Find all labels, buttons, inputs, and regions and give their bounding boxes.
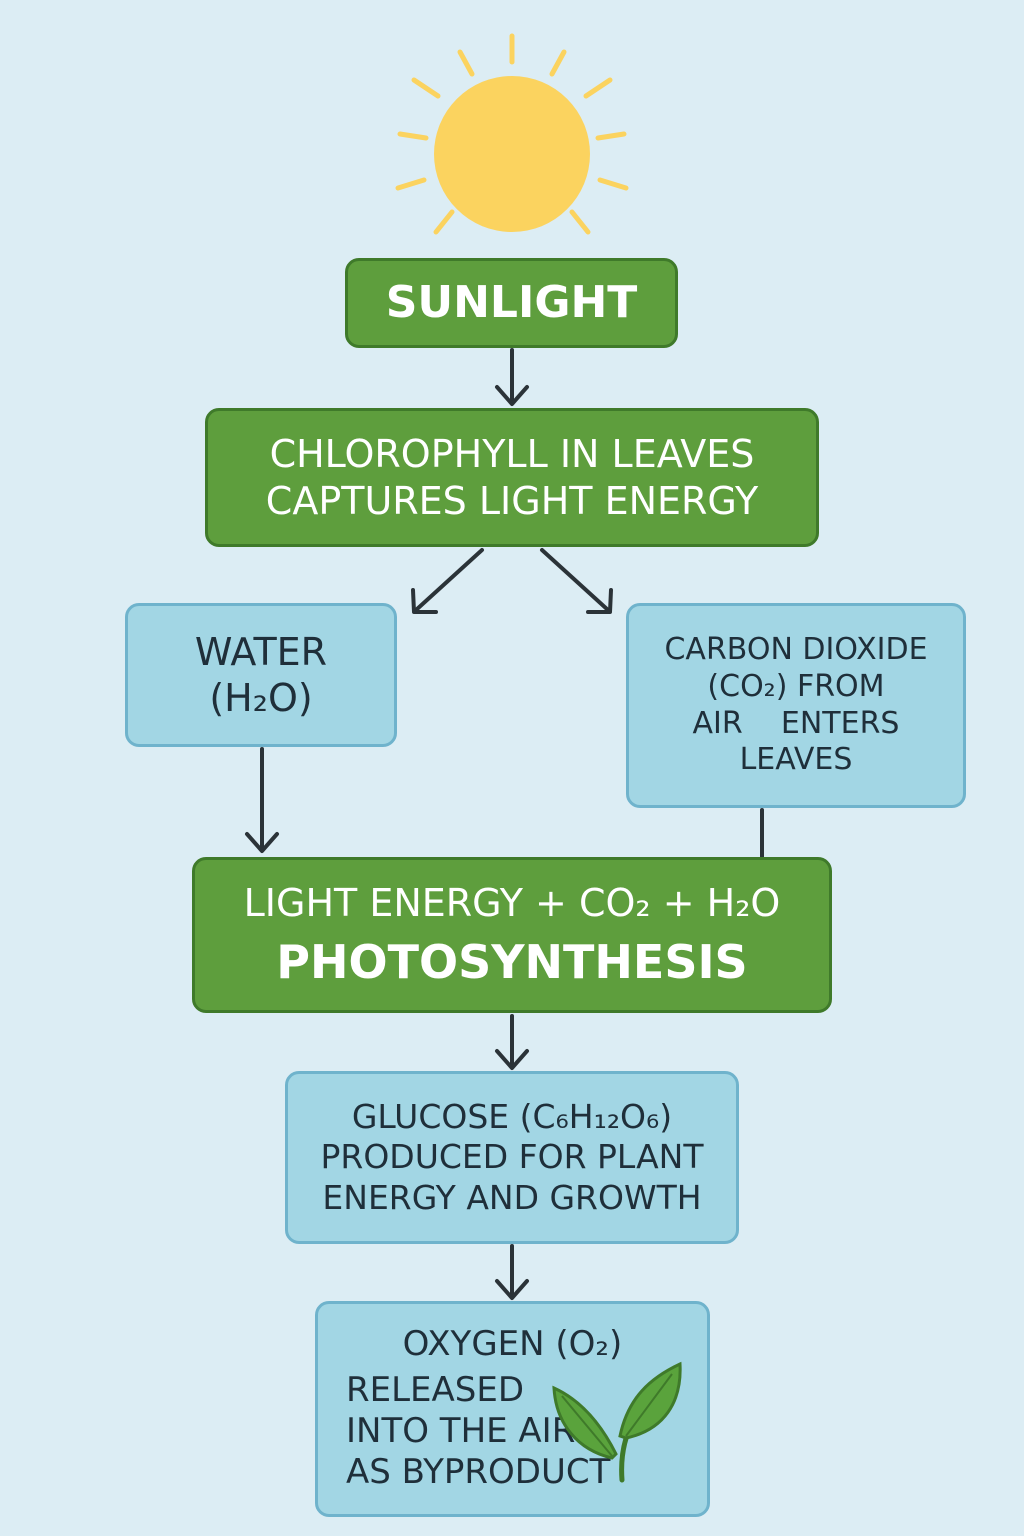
oxygen-node: OXYGEN (O₂) RELEASED INTO THE AIR AS BYP… <box>315 1301 710 1517</box>
node-text: CHLOROPHYLL IN LEAVES <box>269 432 755 477</box>
node-text: PRODUCED FOR PLANT <box>320 1137 704 1177</box>
photosynthesis-label: PHOTOSYNTHESIS <box>276 935 748 990</box>
node-text: RELEASED <box>346 1369 525 1410</box>
node-text: AS BYPRODUCT <box>346 1452 611 1493</box>
node-text: SUNLIGHT <box>385 277 638 329</box>
chlorophyll-node: CHLOROPHYLL IN LEAVES CAPTURES LIGHT ENE… <box>205 408 819 547</box>
node-text: (H₂O) <box>209 676 313 720</box>
node-text: CARBON DIOXIDE <box>664 632 928 668</box>
node-text: ENERGY AND GROWTH <box>322 1177 702 1217</box>
arrow-photosynthesis-to-glucose <box>495 1014 529 1070</box>
arrow-water-to-photosynthesis <box>245 747 279 853</box>
photosynthesis-equation: LIGHT ENERGY + CO₂ + H₂O <box>243 880 781 925</box>
node-text: GLUCOSE (C₆H₁₂O₆) <box>351 1097 673 1137</box>
node-text: INTO THE AIR <box>346 1411 576 1451</box>
sunlight-node: SUNLIGHT <box>345 258 678 348</box>
carbon-dioxide-node: CARBON DIOXIDE (CO₂) FROM AIR ENTERS LEA… <box>626 603 966 808</box>
sun-icon <box>395 33 629 235</box>
arrow-chlorophyll-to-co2 <box>540 548 613 614</box>
leaf-icon <box>552 1361 682 1483</box>
arrow-glucose-to-oxygen <box>495 1244 529 1300</box>
oxygen-title: OXYGEN (O₂) <box>402 1324 623 1365</box>
water-node: WATER (H₂O) <box>125 603 397 747</box>
glucose-node: GLUCOSE (C₆H₁₂O₆) PRODUCED FOR PLANT ENE… <box>285 1071 739 1244</box>
node-text: (CO₂) FROM <box>707 668 885 704</box>
photosynthesis-node: LIGHT ENERGY + CO₂ + H₂O PHOTOSYNTHESIS <box>192 857 832 1013</box>
arrow-sunlight-to-chlorophyll <box>495 348 529 406</box>
node-text: WATER <box>194 629 328 674</box>
arrow-chlorophyll-to-water <box>411 548 484 614</box>
node-text: AIR ENTERS <box>692 705 900 741</box>
node-text: CAPTURES LIGHT ENERGY <box>265 478 759 523</box>
node-text: LEAVES <box>739 742 853 778</box>
